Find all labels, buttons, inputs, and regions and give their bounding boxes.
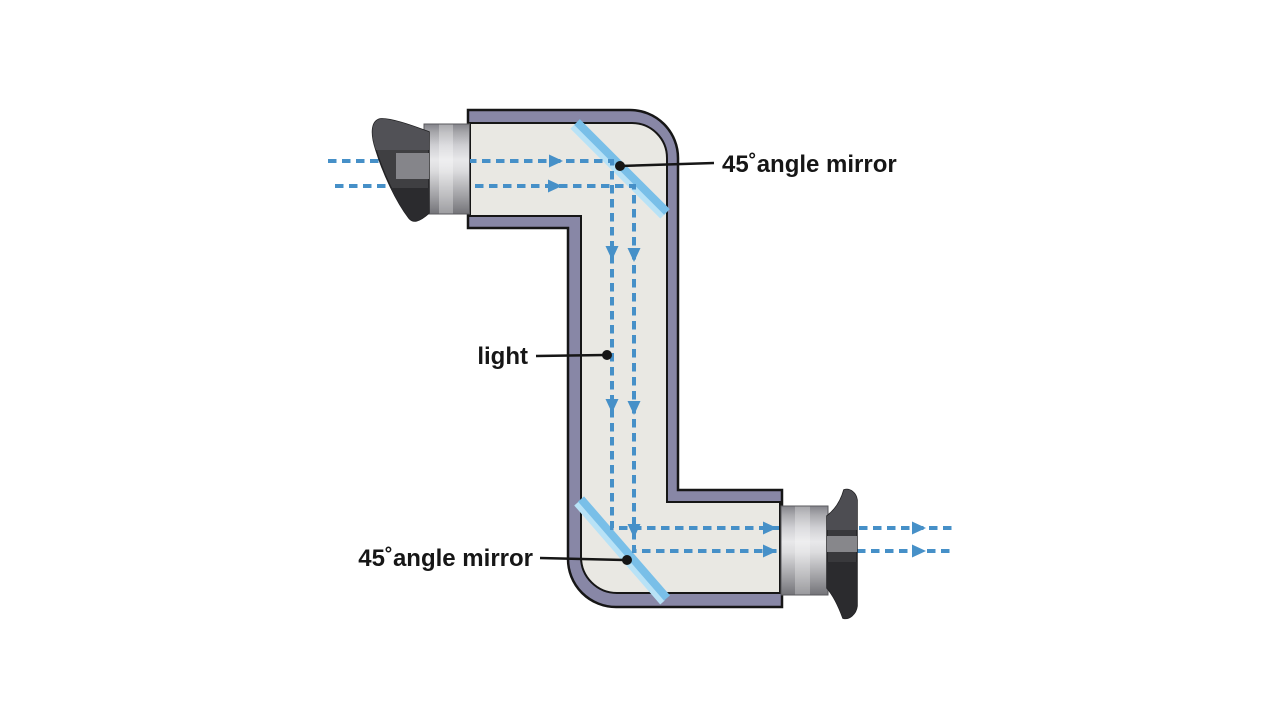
leader-line-bottom-mirror bbox=[539, 556, 625, 562]
ray-arrowhead bbox=[548, 179, 562, 193]
ray-arrowhead bbox=[605, 246, 619, 260]
bottom-mirror-surface bbox=[577, 496, 671, 601]
label-dot-top-mirror bbox=[615, 161, 625, 171]
ray-arrowhead bbox=[549, 154, 563, 168]
ray-arrowhead bbox=[627, 248, 641, 262]
tube-interior bbox=[469, 122, 781, 594]
label-dot-bottom-mirror bbox=[622, 555, 632, 565]
eyepiece-barrel bbox=[780, 505, 829, 596]
label-bottom-mirror: 45˚angle mirror bbox=[358, 545, 533, 572]
ray-arrowhead bbox=[605, 399, 619, 413]
eyecup-highlight-band bbox=[396, 153, 429, 179]
eyepiece-barrel-ring bbox=[795, 506, 810, 595]
light-ray-arrowheads bbox=[548, 154, 926, 558]
leader-line-top-mirror bbox=[619, 161, 715, 168]
eyepiece-barrel bbox=[423, 123, 470, 215]
callout-bottom-mirror: 45˚angle mirror bbox=[358, 545, 632, 572]
bottom-mirror-highlight bbox=[574, 501, 665, 605]
callout-top-mirror: 45˚angle mirror bbox=[615, 151, 897, 178]
label-top-mirror: 45˚angle mirror bbox=[722, 151, 897, 178]
callout-light: light bbox=[477, 343, 612, 370]
leader-line-light bbox=[535, 353, 606, 358]
label-light: light bbox=[477, 343, 528, 370]
ray-arrowhead bbox=[627, 524, 641, 538]
ray-arrowhead bbox=[627, 401, 641, 415]
eyecup-bottom-shadow bbox=[372, 188, 429, 221]
ray-arrowhead bbox=[912, 521, 926, 535]
eyepiece-barrel-ring bbox=[439, 124, 453, 214]
top-mirror-highlight bbox=[570, 124, 665, 219]
ray-arrowhead bbox=[912, 544, 926, 558]
light-ray-lower bbox=[335, 184, 779, 553]
label-dot-light bbox=[602, 350, 612, 360]
ray-arrowhead bbox=[763, 544, 777, 558]
eyepiece-bottom-right bbox=[780, 488, 858, 620]
eyepiece-top-left bbox=[371, 118, 470, 222]
bottom-mirror bbox=[574, 496, 671, 605]
eyecup-highlight-band bbox=[827, 536, 857, 552]
ray-arrowhead bbox=[763, 521, 777, 535]
